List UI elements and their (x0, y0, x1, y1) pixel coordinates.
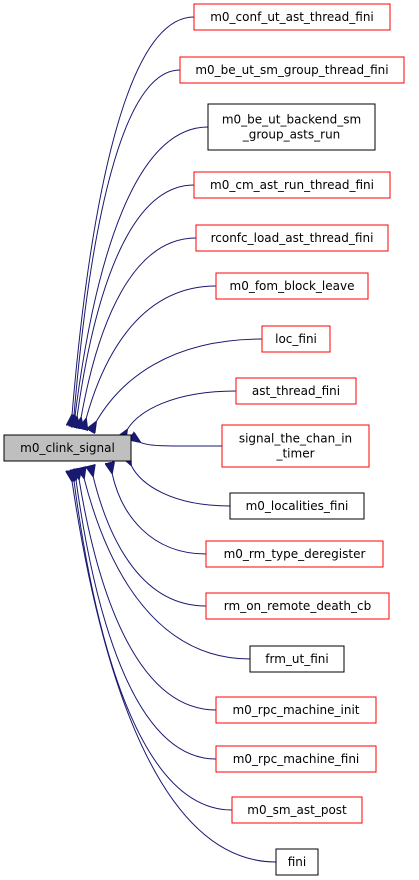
caller-node-label: m0_be_ut_backend_sm (222, 113, 361, 127)
caller-node-label: fini (288, 855, 307, 869)
edge-loc-fini (96, 338, 263, 422)
caller-node-label: m0_conf_ut_ast_thread_fini (210, 10, 374, 24)
edge-m0-localities-fini (131, 465, 231, 507)
caller-node-label: signal_the_chan_in (239, 432, 352, 446)
caller-node-box (179, 56, 405, 84)
edge-signal-the-chan-in-timer (140, 442, 223, 447)
edge-m0-be-ut-backend-sm-group-asts-run (75, 126, 209, 416)
caller-node-label: _timer (275, 447, 314, 461)
edge-m0-conf-ut-ast-thread-fini (72, 16, 195, 415)
caller-node-m0-sm-ast-post[interactable]: m0_sm_ast_post (231, 796, 363, 824)
caller-node-label: m0_localities_fini (246, 499, 349, 513)
caller-node-m0-rpc-machine-init[interactable]: m0_rpc_machine_init (215, 696, 377, 724)
caller-node-label: rm_on_remote_death_cb (224, 599, 371, 613)
caller-node-box (215, 696, 377, 724)
focus-node[interactable]: m0_clink_signal (3, 434, 132, 462)
caller-node-label: loc_fini (275, 332, 317, 346)
focus-node-label: m0_clink_signal (20, 441, 115, 455)
caller-node-label: m0_sm_ast_post (247, 803, 347, 817)
caller-node-box (235, 377, 357, 405)
caller-node-box (207, 103, 376, 151)
caller-node-box (249, 645, 345, 673)
caller-node-fini[interactable]: fini (275, 848, 319, 876)
edge-fini (72, 481, 277, 863)
edge-rm-on-remote-death-cb (93, 476, 207, 607)
focus-node-box (3, 434, 132, 462)
caller-node-m0-be-ut-sm-group-thread-fini[interactable]: m0_be_ut_sm_group_thread_fini (179, 56, 405, 84)
caller-node-label: m0_rpc_machine_fini (233, 752, 360, 766)
edge-ast-thread-fini (127, 390, 237, 430)
caller-node-box (261, 325, 331, 353)
caller-node-frm-ut-fini[interactable]: frm_ut_fini (249, 645, 345, 673)
caller-node-box (231, 796, 363, 824)
caller-node-box (205, 540, 384, 568)
edge-m0-cm-ast-run-thread-fini (77, 184, 195, 417)
caller-node-label: m0_rpc_machine_init (232, 703, 359, 717)
caller-node-rconfc-load-ast-thread-fini[interactable]: rconfc_load_ast_thread_fini (195, 224, 389, 252)
caller-node-label: ast_thread_fini (252, 384, 340, 398)
caller-nodes: m0_conf_ut_ast_thread_fini m0_be_ut_sm_gr… (179, 3, 405, 876)
caller-node-m0-conf-ut-ast-thread-fini[interactable]: m0_conf_ut_ast_thread_fini (193, 3, 391, 31)
caller-node-box (215, 745, 377, 773)
edge-m0-be-ut-sm-group-thread-fini (74, 69, 181, 415)
caller-node-label: rconfc_load_ast_thread_fini (211, 231, 374, 245)
caller-node-m0-fom-block-leave[interactable]: m0_fom_block_leave (215, 272, 369, 300)
edge-m0-rm-type-deregister (112, 473, 207, 555)
caller-node-rm-on-remote-death-cb[interactable]: rm_on_remote_death_cb (205, 592, 390, 620)
caller-node-box (215, 272, 369, 300)
caller-node-label: m0_rm_type_deregister (224, 547, 366, 561)
caller-node-m0-localities-fini[interactable]: m0_localities_fini (229, 492, 365, 520)
caller-node-label: m0_cm_ast_run_thread_fini (210, 178, 374, 192)
caller-edges (72, 16, 277, 863)
caller-node-label: m0_be_ut_sm_group_thread_fini (195, 63, 388, 77)
caller-node-box (205, 592, 390, 620)
caller-node-m0-cm-ast-run-thread-fini[interactable]: m0_cm_ast_run_thread_fini (193, 171, 391, 199)
caller-node-m0-be-ut-backend-sm-group-asts-run[interactable]: m0_be_ut_backend_sm_group_asts_run (207, 103, 376, 151)
caller-node-box (193, 3, 391, 31)
caller-node-box (229, 492, 365, 520)
caller-node-box (221, 424, 370, 468)
caller-node-loc-fini[interactable]: loc_fini (261, 325, 331, 353)
caller-node-signal-the-chan-in-timer[interactable]: signal_the_chan_in_timer (221, 424, 370, 468)
caller-node-label: m0_fom_block_leave (230, 279, 355, 293)
edge-m0-fom-block-leave (86, 285, 217, 419)
caller-node-box (195, 224, 389, 252)
caller-node-ast-thread-fini[interactable]: ast_thread_fini (235, 377, 357, 405)
caller-node-m0-rpc-machine-fini[interactable]: m0_rpc_machine_fini (215, 745, 377, 773)
caller-node-box (193, 171, 391, 199)
caller-node-label: frm_ut_fini (265, 652, 328, 666)
caller-node-box (275, 848, 319, 876)
edge-frm-ut-fini (84, 478, 251, 660)
edge-m0-rpc-machine-fini (76, 480, 217, 760)
edge-m0-sm-ast-post (74, 481, 233, 811)
edge-m0-rpc-machine-init (79, 479, 217, 711)
caller-node-label: _group_asts_run (242, 128, 341, 142)
edge-rconfc-load-ast-thread-fini (81, 237, 197, 418)
caller-node-m0-rm-type-deregister[interactable]: m0_rm_type_deregister (205, 540, 384, 568)
